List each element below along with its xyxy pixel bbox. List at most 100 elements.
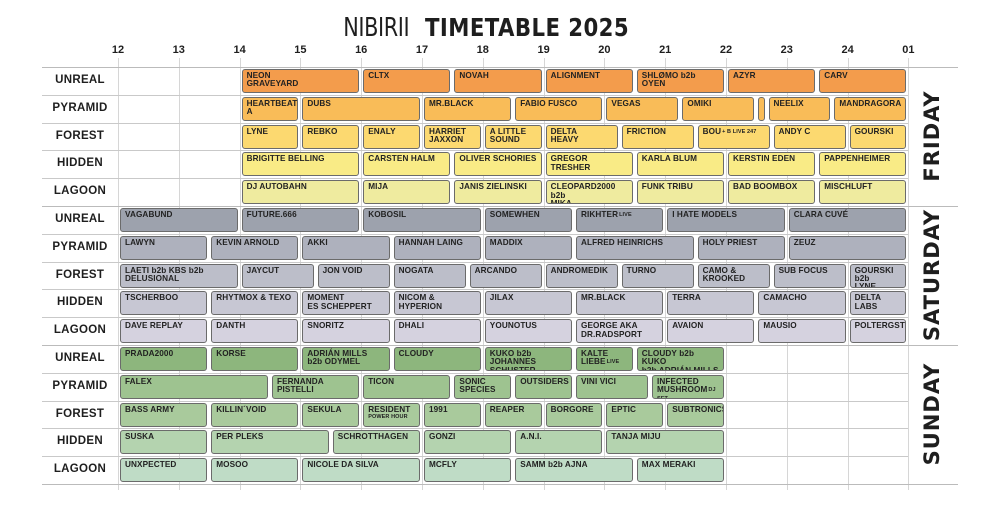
set-block[interactable]: NEON GRAVEYARD	[241, 69, 360, 93]
set-block[interactable]: POLTERGST	[849, 319, 907, 344]
set-block[interactable]: KARLA BLUM	[636, 152, 724, 177]
set-block[interactable]: INFECTED MUSHROOMDJ SET	[652, 374, 724, 399]
set-block[interactable]: OUTSIDERS	[515, 374, 572, 399]
set-block[interactable]: DUBS	[302, 96, 420, 121]
set-block[interactable]: CLEOPARD2000 b2b MIKA HEGGEMANN	[545, 180, 633, 205]
set-block[interactable]	[758, 96, 765, 121]
set-block[interactable]: SUB FOCUS	[773, 263, 846, 288]
set-block[interactable]: FALEX	[120, 374, 268, 399]
set-block[interactable]: VINI VICI	[576, 374, 648, 399]
set-block[interactable]: DHALI	[393, 319, 481, 344]
set-block[interactable]: SONIC SPECIES	[454, 374, 512, 399]
set-block[interactable]: GOURSKI b2b LYNE	[849, 263, 907, 288]
set-block[interactable]: NICOM & HYPERION	[393, 291, 481, 316]
set-block[interactable]: MISCHLUFT	[819, 180, 907, 205]
set-block[interactable]: MOMENT ES SCHEPPERT	[302, 291, 390, 316]
set-block[interactable]: HARRIET JAXXON	[424, 124, 481, 149]
set-block[interactable]: KORSE	[211, 347, 299, 371]
set-block[interactable]: MR.BLACK	[424, 96, 512, 121]
set-block[interactable]: BASS ARMY	[120, 402, 208, 427]
set-block[interactable]: HANNAH LAING	[393, 235, 481, 260]
set-block[interactable]: VAGABUND	[120, 208, 238, 232]
set-block[interactable]: PRADA2000	[120, 347, 208, 371]
set-block[interactable]: SEKULA	[302, 402, 360, 427]
set-block[interactable]: HEARTBEAT-A	[241, 96, 299, 121]
set-block[interactable]: SCHROTTHAGEN	[332, 430, 420, 455]
set-block[interactable]: RIKHTERLIVE	[576, 208, 664, 232]
set-block[interactable]: NEELIX	[768, 96, 831, 121]
set-block[interactable]: MAX MERAKI	[636, 458, 724, 483]
set-block[interactable]: BAD BOOMBOX	[728, 180, 816, 205]
set-block[interactable]: TURNO	[621, 263, 694, 288]
set-block[interactable]: UNXPECTED	[120, 458, 208, 483]
set-block[interactable]: TICON	[363, 374, 451, 399]
set-block[interactable]: CAMACHO	[758, 291, 846, 316]
set-block[interactable]: CAMO & KROOKED	[697, 263, 770, 288]
set-block[interactable]: TERRA	[667, 291, 755, 316]
set-block[interactable]: CARSTEN HALM	[363, 152, 451, 177]
set-block[interactable]: CLTX	[363, 69, 451, 93]
set-block[interactable]: ZEUZ	[788, 235, 907, 260]
set-block[interactable]: OLIVER SCHORIES	[454, 152, 542, 177]
set-block[interactable]: REAPER	[484, 402, 542, 427]
set-block[interactable]: SHLØMO b2b OYEN	[636, 69, 724, 93]
set-block[interactable]: ANDY C	[773, 124, 846, 149]
set-block[interactable]: SAMM b2b AJNA	[515, 458, 633, 483]
set-block[interactable]: BRIGITTE BELLING	[241, 152, 360, 177]
set-block[interactable]: LAETI b2b KBS b2b DELUSIONAL	[120, 263, 238, 288]
set-block[interactable]: KERSTIN EDEN	[728, 152, 816, 177]
set-block[interactable]: VEGAS	[606, 96, 679, 121]
set-block[interactable]: HOLY PRIEST	[697, 235, 785, 260]
set-block[interactable]: TANJA MIJU	[606, 430, 724, 455]
set-block[interactable]: KEVIN ARNOLD	[211, 235, 299, 260]
set-block[interactable]: A LITTLE SOUND	[484, 124, 542, 149]
set-block[interactable]: DELTA HEAVY	[545, 124, 618, 149]
set-block[interactable]: DJ AUTOBAHN	[241, 180, 360, 205]
set-block[interactable]: PAPPENHEIMER	[819, 152, 907, 177]
set-block[interactable]: ENALY	[363, 124, 420, 149]
set-block[interactable]: KOBOSIL	[363, 208, 481, 232]
set-block[interactable]: DANTH	[211, 319, 299, 344]
set-block[interactable]: GOURSKI	[849, 124, 907, 149]
set-block[interactable]: AKKI	[302, 235, 390, 260]
set-block[interactable]: ALFRED HEINRICHS	[576, 235, 694, 260]
set-block[interactable]: NOGATA	[393, 263, 466, 288]
set-block[interactable]: GEORGE AKA DR.RADSPORT	[576, 319, 664, 344]
set-block[interactable]: JANIS ZIELINSKI	[454, 180, 542, 205]
set-block[interactable]: YOUNOTUS	[484, 319, 572, 344]
set-block[interactable]: SNORITZ	[302, 319, 390, 344]
set-block[interactable]: RHYTMOX & TEXO	[211, 291, 299, 316]
set-block[interactable]: MR.BLACK	[576, 291, 664, 316]
set-block[interactable]: MIJA	[363, 180, 451, 205]
set-block[interactable]: FUNK TRIBU	[636, 180, 724, 205]
set-block[interactable]: SUSKA	[120, 430, 208, 455]
set-block[interactable]: ADRIÁN MILLS b2b ODYMEL	[302, 347, 390, 371]
set-block[interactable]: LYNE	[241, 124, 299, 149]
set-block[interactable]: EPTIC	[606, 402, 664, 427]
set-block[interactable]: I HATE MODELS	[667, 208, 785, 232]
set-block[interactable]: CLOUDY	[393, 347, 481, 371]
set-block[interactable]: AZYR	[728, 69, 816, 93]
set-block[interactable]: FERNANDA PISTELLI	[272, 374, 360, 399]
set-block[interactable]: REBKO	[302, 124, 360, 149]
set-block[interactable]: BOU+ B LIVE 247	[697, 124, 770, 149]
set-block[interactable]: MOSOO	[211, 458, 299, 483]
set-block[interactable]: DAVE REPLAY	[120, 319, 208, 344]
set-block[interactable]: CLARA CUVÉ	[788, 208, 907, 232]
set-block[interactable]: GONZI	[424, 430, 512, 455]
set-block[interactable]: MANDRAGORA	[834, 96, 907, 121]
set-block[interactable]: NICOLE DA SILVA	[302, 458, 420, 483]
set-block[interactable]: KUKO b2b JOHANNES SCHUSTER	[484, 347, 572, 371]
set-block[interactable]: KALTE LIEBELIVE	[576, 347, 633, 371]
set-block[interactable]: BORGORE	[545, 402, 603, 427]
set-block[interactable]: JILAX	[484, 291, 572, 316]
set-block[interactable]: PER PLEKS	[211, 430, 329, 455]
set-block[interactable]: CARV	[819, 69, 907, 93]
set-block[interactable]: JON VOID	[317, 263, 390, 288]
set-block[interactable]: MCFLY	[424, 458, 512, 483]
set-block[interactable]: 1991	[424, 402, 481, 427]
set-block[interactable]: SUBTRONICS	[667, 402, 724, 427]
set-block[interactable]: FRICTION	[621, 124, 694, 149]
set-block[interactable]: DELTA LABS	[849, 291, 907, 316]
